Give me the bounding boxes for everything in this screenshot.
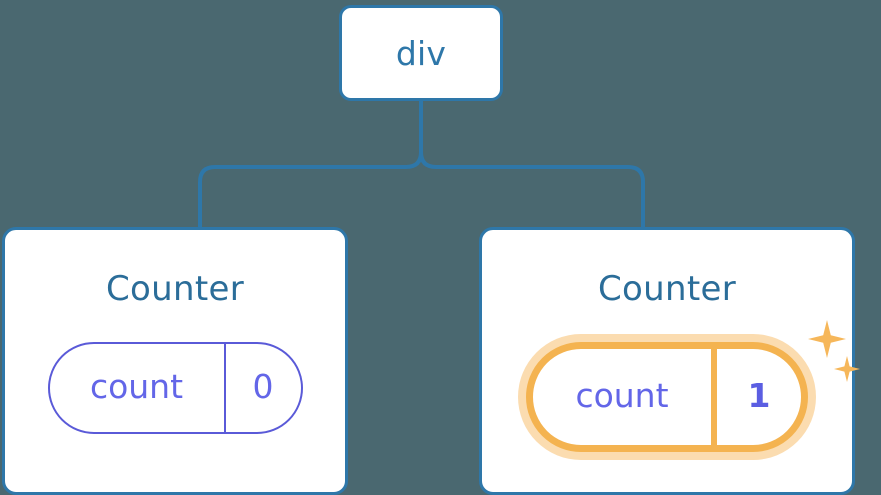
state-pill-left[interactable]: count 0 [47,342,303,434]
state-value-label: 0 [223,344,301,432]
node-counter-left[interactable]: Counter count 0 [2,227,348,495]
state-pill-right-wrapper: count 1 [526,320,860,452]
sparkle-large-icon [808,320,846,358]
node-div-label: div [395,33,447,73]
state-pill-left-wrapper: count 0 [47,342,303,434]
state-value-label: 1 [711,349,801,445]
node-counter-right[interactable]: Counter count 1 [479,227,860,495]
edge-root-to-right-counter [419,99,645,231]
state-key-label: count [89,367,184,406]
node-counter-left-title: Counter [106,269,244,309]
state-pill-right[interactable]: count 1 [526,342,808,452]
edge-root-to-left-counter [198,99,423,231]
state-key-label: count [575,376,669,415]
node-div[interactable]: div [339,5,503,101]
node-counter-right-title: Counter [598,269,736,309]
